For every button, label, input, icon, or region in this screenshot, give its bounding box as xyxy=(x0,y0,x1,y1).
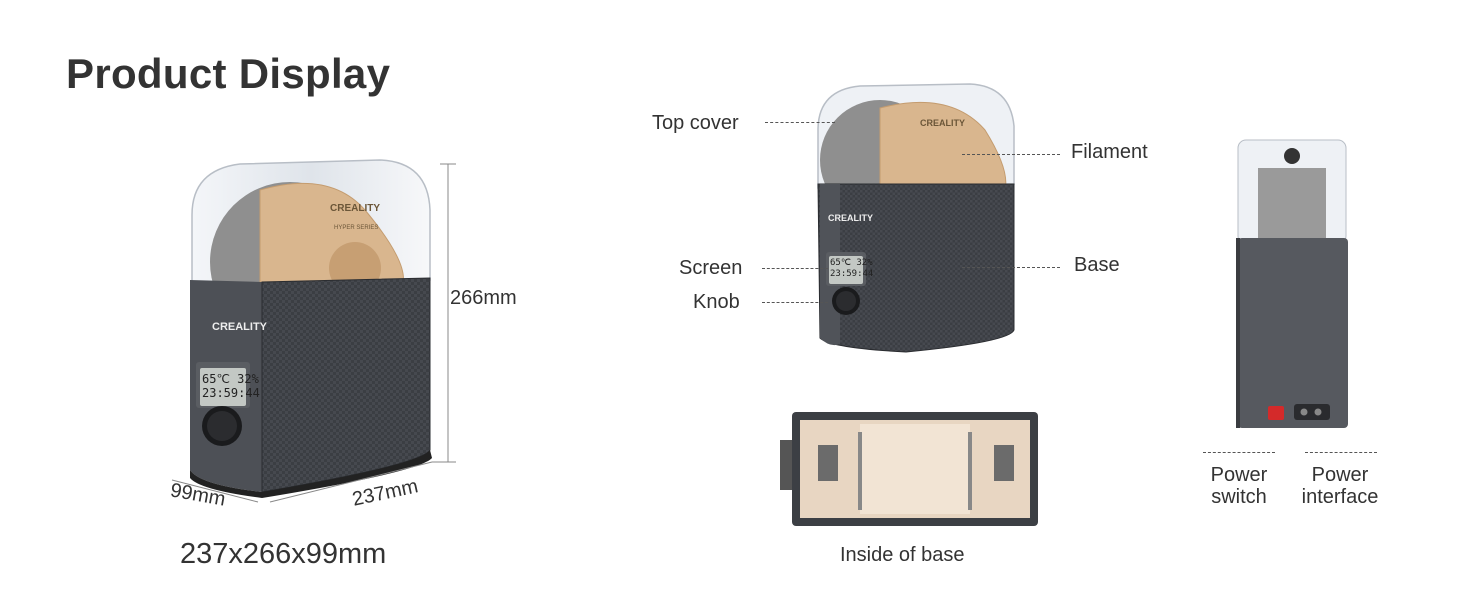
power-interface-line1: Power xyxy=(1311,464,1369,486)
leader-power-interface xyxy=(1305,452,1377,453)
leader-knob xyxy=(762,302,828,303)
power-interface-line2: interface xyxy=(1301,486,1379,508)
leader-top-cover xyxy=(765,122,835,123)
callout-top-cover: Top cover xyxy=(652,112,739,134)
main-brand-logo: CREALITY xyxy=(212,321,267,333)
leader-base xyxy=(962,267,1060,268)
leader-power-switch xyxy=(1203,452,1275,453)
callout-filament: Filament xyxy=(1071,141,1148,163)
product-main-illustration xyxy=(171,159,456,503)
mid-lcd-screen: 65℃ 32% 23:59:44 xyxy=(830,258,873,280)
mid-spool-brand: CREALITY xyxy=(920,118,965,128)
power-switch-line2: switch xyxy=(1211,486,1267,508)
mid-lcd-line2: 23:59:44 xyxy=(830,269,874,279)
product-rear-illustration xyxy=(1236,139,1348,428)
product-labelled-illustration xyxy=(817,83,1015,353)
product-labelled-view: CREALITY CREALITY 65℃ 32% 23:59:44 xyxy=(810,80,1030,360)
main-lcd-screen: 65℃ 32% 23:59:44 xyxy=(202,372,260,400)
callout-knob: Knob xyxy=(693,291,740,313)
main-spool-brand: CREALITY xyxy=(330,203,380,214)
main-spool-series: HYPER SERIES xyxy=(334,225,379,231)
product-main-view: CREALITY CREALITY HYPER SERIES 65℃ 32% 2… xyxy=(150,150,570,530)
power-switch-line1: Power xyxy=(1210,464,1268,486)
mid-lcd-line1: 65℃ 32% xyxy=(830,258,873,268)
dimensions-summary: 237x266x99mm xyxy=(180,538,387,570)
main-lcd-line2: 23:59:44 xyxy=(202,386,260,400)
leader-screen xyxy=(762,268,828,269)
product-rear-view xyxy=(1232,138,1352,438)
power-interface-label: Power interface xyxy=(1292,464,1388,508)
page-title: Product Display xyxy=(66,50,391,97)
mid-brand-logo: CREALITY xyxy=(828,213,873,223)
inside-base-illustration xyxy=(780,412,1038,526)
main-lcd-line1: 65℃ 32% xyxy=(202,372,259,386)
inside-base-caption: Inside of base xyxy=(840,544,965,566)
callout-base: Base xyxy=(1074,254,1120,276)
callout-screen: Screen xyxy=(679,257,743,279)
leader-filament xyxy=(962,154,1060,155)
power-switch-label: Power switch xyxy=(1198,464,1280,508)
inside-base-view xyxy=(778,410,1040,530)
height-dimension-label: 266mm xyxy=(450,287,517,309)
